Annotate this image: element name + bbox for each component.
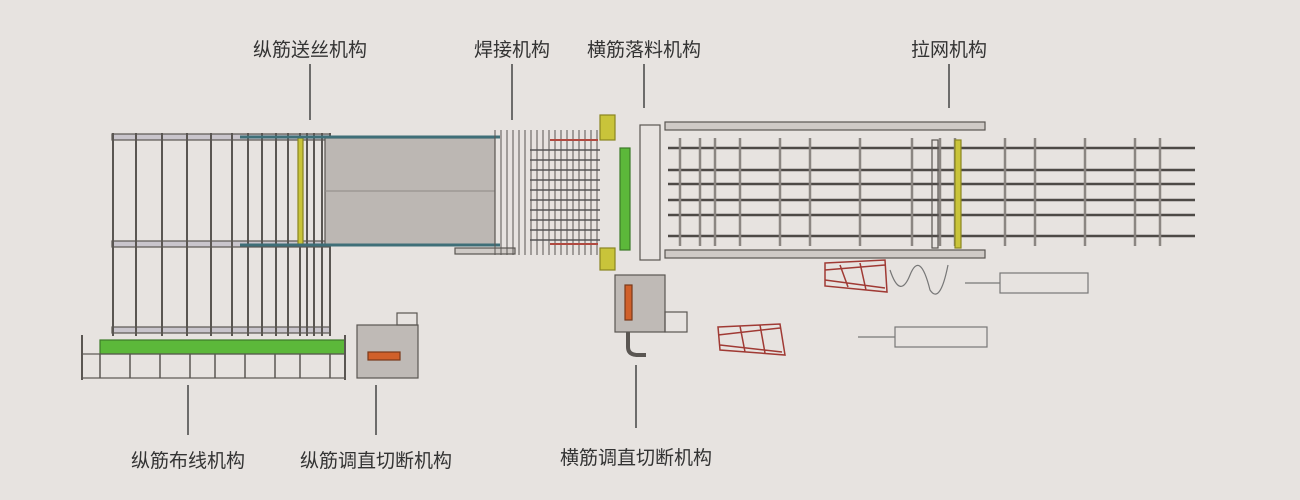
drop-frame	[639, 124, 661, 261]
cutter-motor	[367, 351, 401, 361]
auxiliary-parts	[614, 259, 1089, 357]
welding-unit	[240, 114, 661, 271]
outfeed-plate	[454, 247, 516, 255]
cutter-hopper	[396, 312, 418, 326]
label-mesh-pulling: 拉网机构	[910, 39, 988, 61]
longitudinal-layout-frame	[81, 133, 419, 380]
pull-bottom-rail	[664, 249, 986, 259]
label-longitudinal-layout: 纵筋布线机构	[130, 450, 246, 472]
pull-top-rail	[664, 121, 986, 131]
red-cage-1	[824, 259, 888, 293]
drop-block-top	[599, 114, 616, 141]
layout-base	[81, 353, 346, 379]
pull-clamp	[954, 139, 962, 249]
mesh-pulling-unit	[664, 121, 1195, 259]
pull-clamp-frame	[931, 139, 939, 249]
label-longitudinal-feed: 纵筋送丝机构	[252, 39, 368, 61]
transverse-cutter-box	[614, 274, 666, 333]
cross-rail	[111, 326, 331, 334]
wire-cage-2	[894, 326, 988, 348]
feed-guide	[297, 137, 304, 246]
transverse-cutter-motor	[624, 284, 633, 321]
label-welding: 焊接机构	[473, 39, 551, 61]
layout-rail	[99, 339, 346, 355]
transverse-cutter-stair	[664, 311, 688, 333]
label-transverse-straighten-cut: 横筋调直切断机构	[559, 447, 713, 469]
red-cage-2	[717, 323, 786, 356]
spiral-wire	[889, 264, 949, 295]
label-transverse-drop: 横筋落料机构	[586, 39, 702, 61]
transverse-outlet-pipe	[626, 332, 646, 357]
drop-block-bottom	[599, 247, 616, 271]
wire-cage-1	[999, 272, 1089, 294]
label-longitudinal-straighten-cut: 纵筋调直切断机构	[299, 450, 453, 472]
leader-lines	[187, 64, 950, 435]
drop-guide	[619, 147, 631, 251]
